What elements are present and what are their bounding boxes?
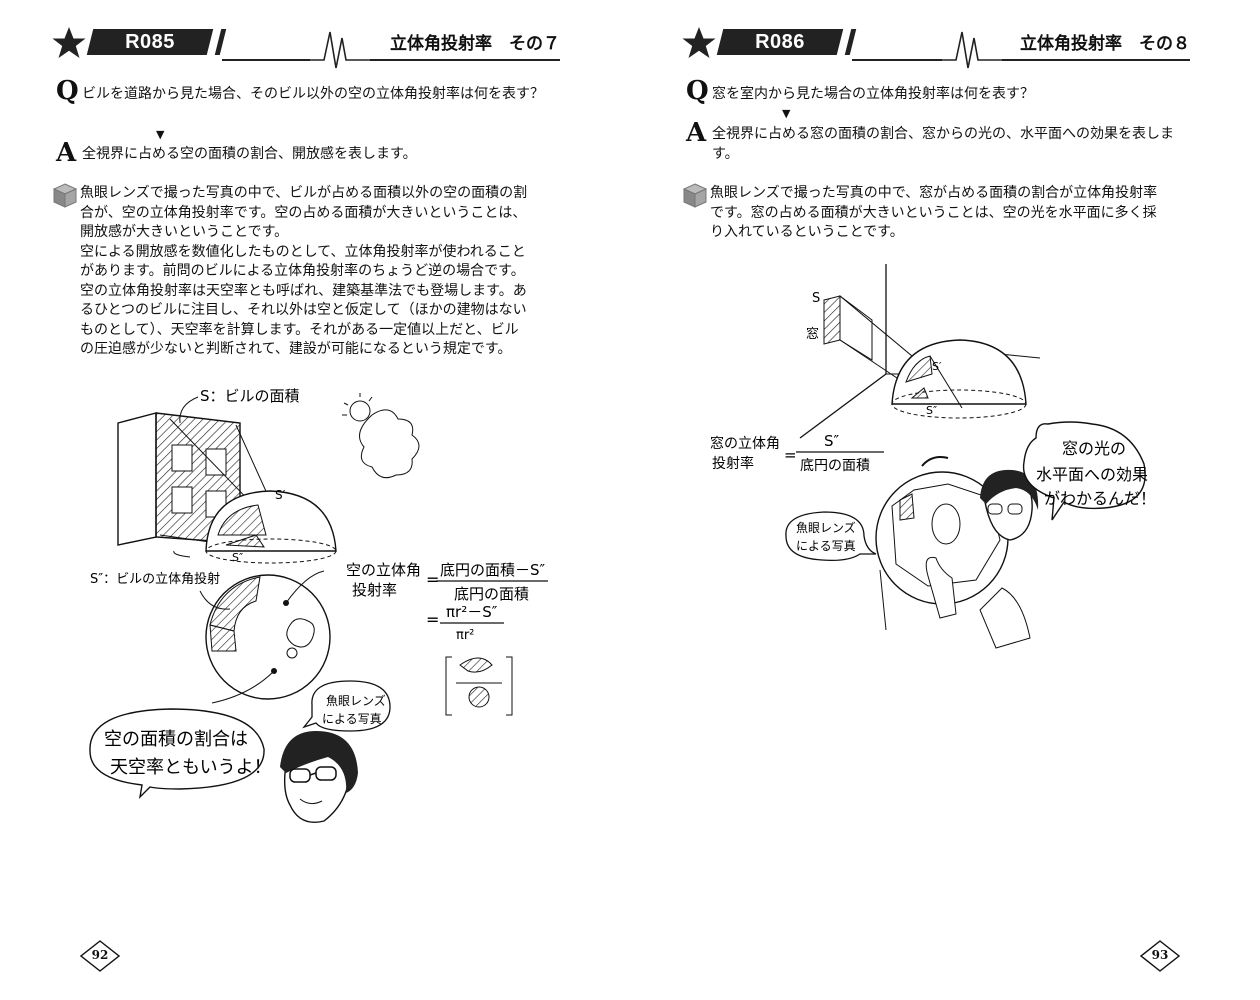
explanation-line: 合が、空の立体角投射率です。空の占める面積が大きいということは、 [80,204,527,221]
answer-text: 全視界に占める空の面積の割合、開放感を表します。 [82,146,417,162]
speech-bubble-main: 空の面積の割合は 天空率ともいうよ！ [89,708,272,800]
formula-numerator: πr²－S″ [446,603,498,621]
explanation-line: 魚眼レンズで撮った写真の中で、窓が占める面積の割合が立体角投射率 [710,185,1158,201]
fisheye-photo-drawing [205,574,331,700]
explanation-line: 魚眼レンズで撮った写真の中で、ビルが占める面積以外の空の面積の割 [80,185,528,201]
window-formula: 窓の立体角 投射率 = S″ 底円の面積 [710,432,884,474]
question-mark: Q [56,76,79,106]
formula-lhs: 投射率 [712,455,754,472]
answer-block: A 全視界に占める窓の面積の割合、窓からの光の、水平面への効果を表します。 [686,120,1186,164]
speech-bubble-photo: 魚眼レンズ による写真 [785,511,877,562]
dome-drawing [205,490,337,564]
question-text: ビルを道路から見た場合、そのビル以外の空の立体角投射率は何を表す？ [82,86,544,102]
explanation-line: です。窓の占める面積が大きいということは、空の光を水平面に多く採 [710,204,1157,221]
header-line [370,59,560,61]
s-double-caption: S″：ビルの立体角投射 [90,571,220,587]
sky-formula: 空の立体角 投射率 = 底円の面積－S″ 底円の面積 = πr²－S″ πr² [346,561,548,716]
s-double-label: S″ [232,551,243,564]
answer-text: 全視界に占める窓の面積の割合、窓からの光の、水平面への効果を表します。 [712,126,1174,162]
formula-lhs: 投射率 [352,581,397,599]
pulse-icon [310,31,370,69]
bubble-text: 魚眼レンズ [796,520,856,535]
speech-bubble-main: 窓の光の 水平面への効果 がわかるんだ！ [1022,421,1156,521]
s-label: S [812,291,820,306]
explanation-line: 空の立体角投射率は天空率とも呼ばれ、建築基準法でも登場します。あ [80,282,527,299]
svg-text:=: = [426,610,439,629]
header-line [222,59,310,61]
bubble-text: による写真 [322,712,382,726]
pulse-icon [942,31,1002,69]
down-arrow-icon: ▼ [782,107,791,120]
star-icon [52,27,86,58]
page-number-text: 92 [91,948,109,962]
header-line [852,59,942,61]
right-header: R086 立体角投射率 その８ [682,26,1190,69]
left-header: R085 立体角投射率 その７ [52,26,560,69]
explanation-line: 空による開放感を数値化したものとして、立体角投射率が使われること [80,243,526,260]
item-code: R086 [716,29,844,55]
question-block: Q ビルを道路から見た場合、そのビル以外の空の立体角投射率は何を表す？ [56,76,556,106]
explanation-line: ものとして）、天空率を計算します。それがある一定値以上だと、ビル [80,321,519,338]
s-double-label: S″ [926,404,937,417]
formula-numerator: S″ [824,432,840,450]
explanation-line: 開放感が大きいということです。 [80,224,289,240]
svg-text:=: = [784,446,797,464]
bubble-text: 空の面積の割合は [104,729,248,750]
formula-denominator: 底円の面積 [454,585,529,603]
item-code: R085 [86,29,214,55]
formula-denominator: 底円の面積 [800,458,870,474]
bubble-text: による写真 [796,539,856,553]
page-number-text: 93 [1151,948,1169,962]
formula-numerator: 底円の面積－S″ [440,561,546,579]
question-text: 窓を室内から見た場合の立体角投射率は何を表す？ [712,86,1034,102]
s-prime-label: S′ [932,360,942,373]
answer-block: A 全視界に占める空の面積の割合、開放感を表します。 [56,138,556,168]
cube-icon [52,183,78,208]
page-number: 92 [80,940,120,972]
star-icon [682,27,716,58]
speech-bubble-photo: 魚眼レンズ による写真 [302,680,391,732]
left-page: R085 立体角投射率 その７ Q ビルを道路から見た場合、そのビル以外の空の立… [52,26,560,972]
sun-cloud-drawing [342,393,420,479]
bubble-text: 窓の光の [1062,439,1126,458]
header-line [1002,59,1190,61]
bubble-text: がわかるんだ！ [1044,489,1156,508]
answer-mark: A [686,118,707,148]
svg-text:=: = [426,570,439,589]
page-title: 立体角投射率 その８ [1020,34,1190,54]
explanation-line: り入れているということです。 [710,224,904,240]
bubble-text: 天空率ともいうよ！ [110,757,272,778]
dome-drawing [891,339,1027,419]
s-label: S：ビルの面積 [200,387,300,405]
question-mark: Q [686,76,709,106]
formula-denominator: πr² [456,628,474,643]
explanation-text: 魚眼レンズで撮った写真の中で、窓が占める面積の割合が立体角投射率 です。窓の占め… [710,184,1186,243]
window-ratio-illustration: S 窓 S′ S″ 窓の立体角 投射率 = S″ 底円の面積 [710,264,1156,649]
sky-ratio-illustration: S：ビルの面積 S′ S″ S″：ビルの立体角投射 空の立体角 投射 [89,387,548,823]
explanation-text: 魚眼レンズで撮った写真の中で、ビルが占める面積以外の空の面積の割 合が、空の立体… [80,184,556,360]
right-page: R086 立体角投射率 その８ Q 窓を室内から見た場合の立体角投射率は何を表す… [630,0,1260,1000]
explanation-line: るひとつのビルに注目し、それ以外は空と仮定して（ほかの建物はない [80,302,527,318]
formula-lhs: 窓の立体角 [710,435,780,452]
formula-lhs: 空の立体角 [346,561,421,579]
down-arrow-icon: ▼ [156,128,165,141]
character-drawing [280,731,358,823]
bubble-text: 水平面への効果 [1036,465,1148,484]
answer-mark: A [56,138,77,168]
question-block: Q 窓を室内から見た場合の立体角投射率は何を表す？ [686,76,1186,106]
cube-icon [682,183,708,208]
explanation-line: の圧迫感が少ないと判断されて、建設が可能になるという規定です。 [80,341,512,357]
s-prime-label: S′ [275,488,286,502]
page-title: 立体角投射率 その７ [390,34,560,54]
explanation-line: があります。前問のビルによる立体角投射率のちょうど逆の場合です。 [80,263,525,279]
header-slash [844,29,857,55]
window-label: 窓 [806,326,819,342]
character-drawing [879,469,1039,649]
page-number: 93 [1140,940,1180,972]
bubble-text: 魚眼レンズ [326,693,386,708]
header-slash [214,29,227,55]
